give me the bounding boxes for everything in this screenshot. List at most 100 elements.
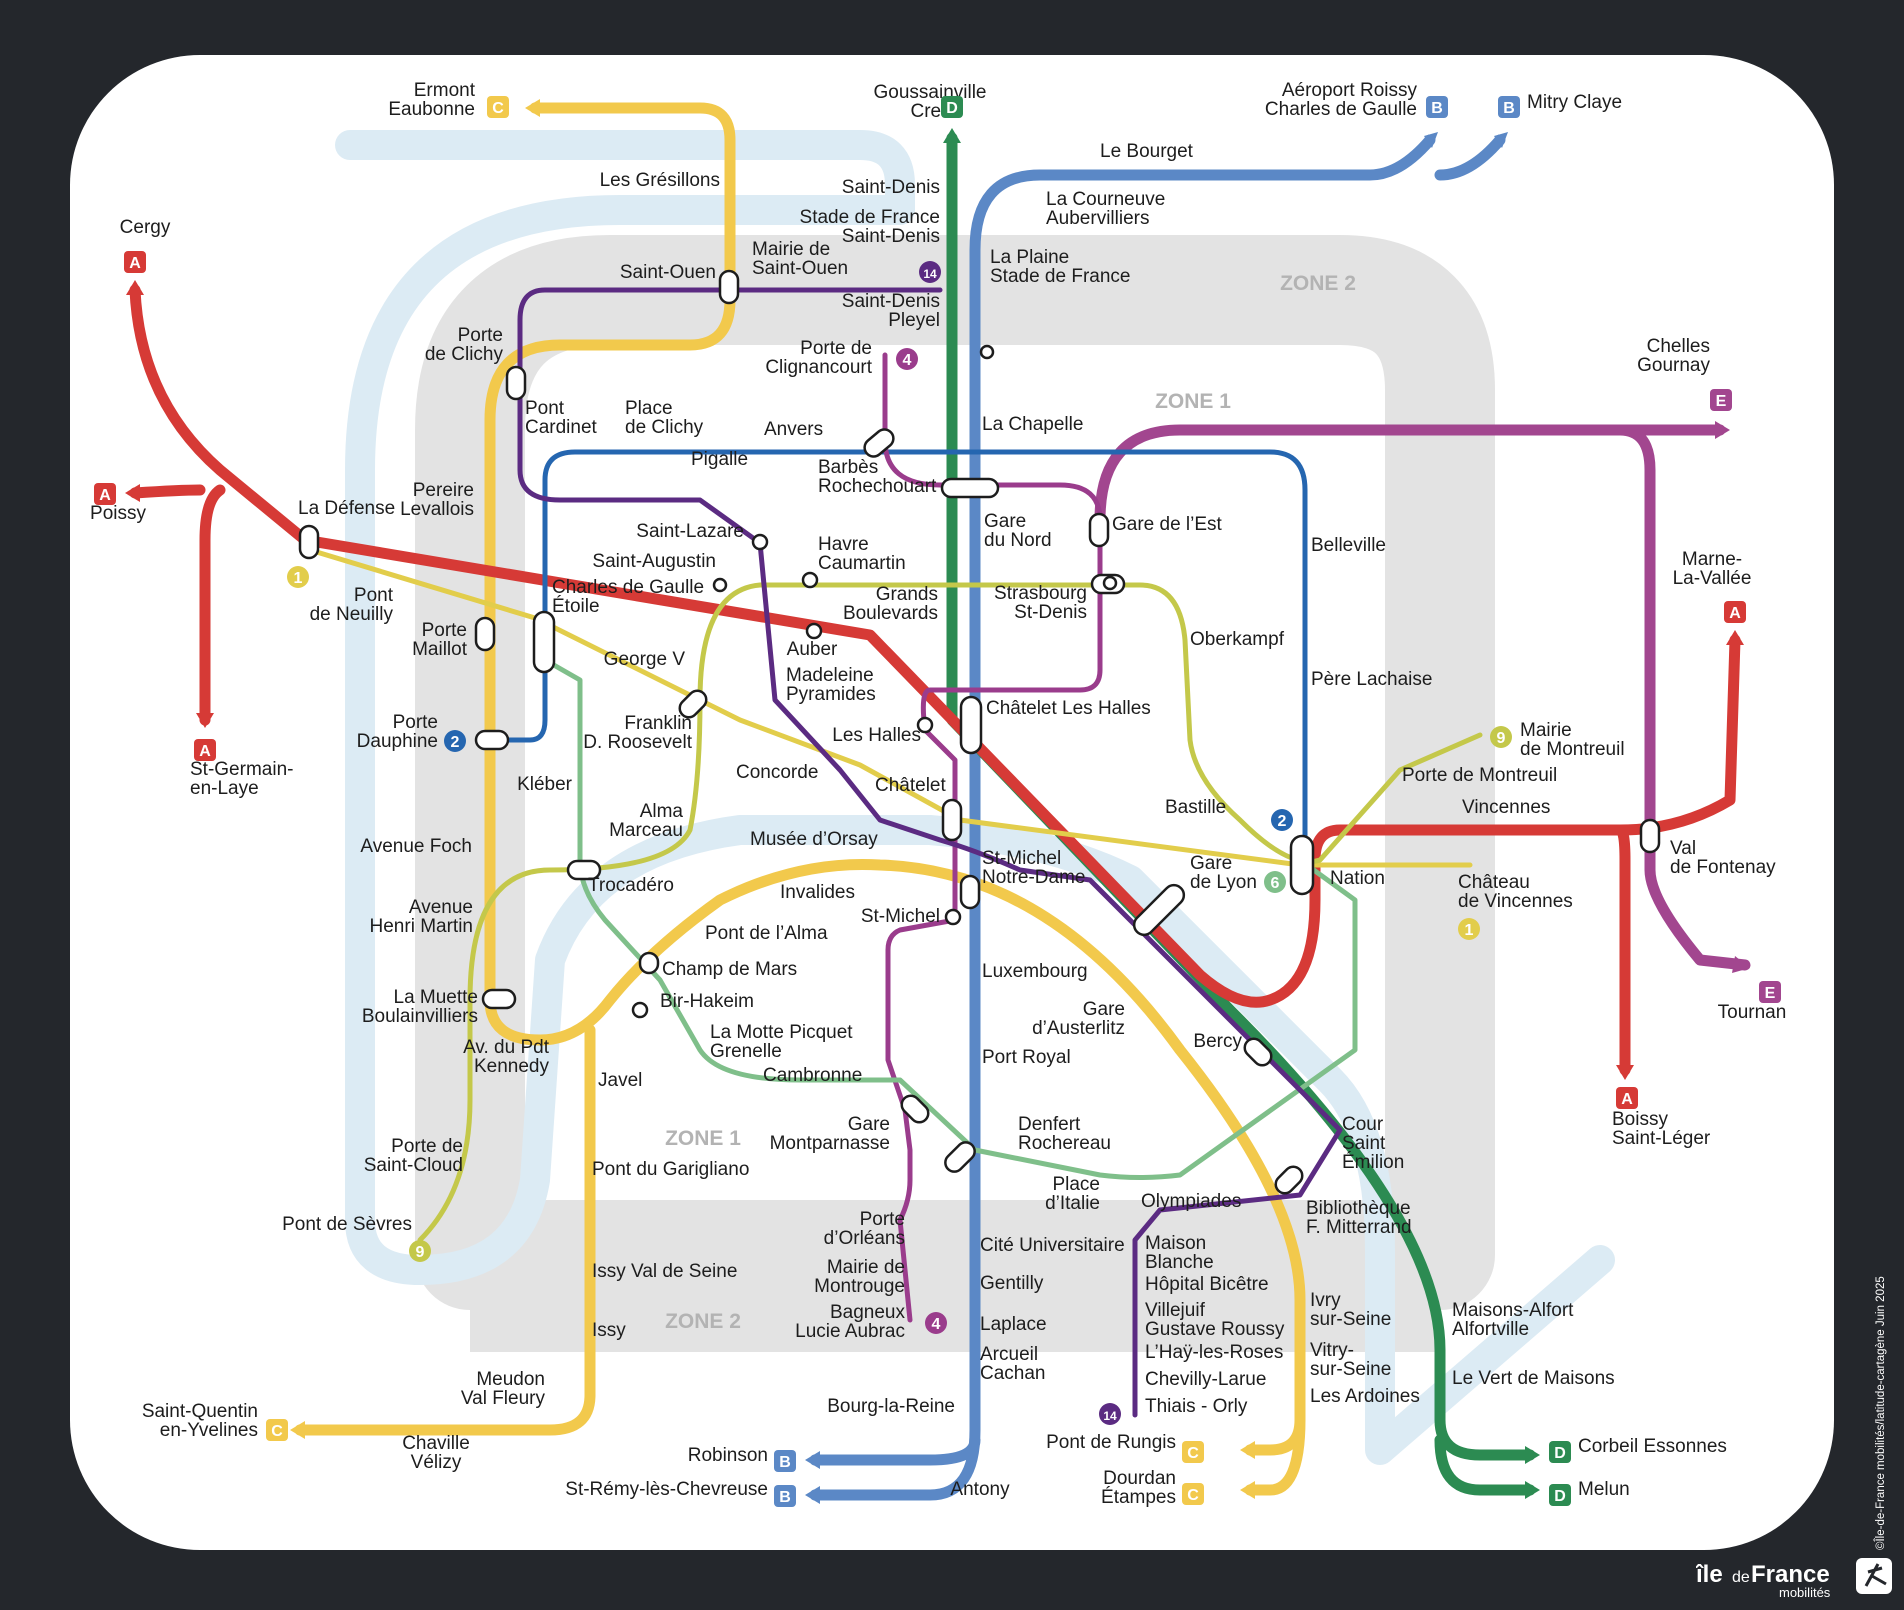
zone-label: ZONE 2 bbox=[1280, 272, 1356, 295]
line-badge: 2 bbox=[1271, 809, 1293, 831]
station-label: Châtelet Les Halles bbox=[986, 698, 1151, 719]
line-badge: B bbox=[1498, 96, 1520, 118]
station-label: Hôpital Bicêtre bbox=[1145, 1274, 1269, 1295]
svg-text:6: 6 bbox=[1271, 875, 1280, 892]
iledefrance-mobilites-logo: île de France mobilités bbox=[1695, 1552, 1896, 1602]
station-label: Cité Universitaire bbox=[980, 1235, 1125, 1256]
svg-text:A: A bbox=[129, 255, 141, 272]
zone2-bottom-band bbox=[470, 1262, 1440, 1352]
svg-text:4: 4 bbox=[903, 352, 912, 369]
station-label: Pont du Garigliano bbox=[592, 1159, 749, 1180]
station-label: St-Rémy-lès-Chevreuse bbox=[565, 1479, 768, 1500]
line-badge: E bbox=[1759, 981, 1781, 1003]
station-label: Laplace bbox=[980, 1314, 1047, 1335]
station-label: Nation bbox=[1330, 868, 1385, 889]
station-label: Pont de Rungis bbox=[1046, 1432, 1176, 1453]
station-label: Oberkampf bbox=[1190, 629, 1285, 650]
line-badge: 14 bbox=[919, 261, 941, 283]
station-label: Concorde bbox=[736, 762, 818, 783]
svg-text:2: 2 bbox=[1278, 813, 1287, 830]
svg-text:C: C bbox=[1187, 1445, 1199, 1462]
station-label: Bourg-la-Reine bbox=[827, 1396, 955, 1417]
station-label: Anvers bbox=[764, 419, 823, 440]
line-badge: C bbox=[1182, 1483, 1204, 1505]
station-label: Saint-Augustin bbox=[592, 551, 716, 572]
rer-d-line bbox=[946, 132, 1536, 1496]
station-label: Saint-Lazare bbox=[636, 521, 744, 542]
metro-6-line bbox=[542, 657, 1358, 1180]
line-badge: A bbox=[194, 739, 216, 761]
svg-text:1: 1 bbox=[1465, 922, 1474, 939]
station-label: Le Bourget bbox=[1100, 141, 1194, 162]
station-label: Pont de Sèvres bbox=[282, 1214, 412, 1235]
line-badge: A bbox=[94, 483, 116, 505]
station-label: St-Michel bbox=[861, 906, 940, 927]
line-badge: 4 bbox=[925, 1312, 947, 1334]
zone-label: ZONE 1 bbox=[665, 1127, 741, 1150]
station-label: La Chapelle bbox=[982, 414, 1083, 435]
svg-text:4: 4 bbox=[932, 1316, 941, 1333]
line-badge: 6 bbox=[1264, 871, 1286, 893]
station-label: Vincennes bbox=[1462, 797, 1550, 818]
svg-text:©Île-de-France mobilités/latit: ©Île-de-France mobilités/latitude-cartag… bbox=[1874, 1276, 1887, 1550]
svg-text:A: A bbox=[99, 487, 111, 504]
rer-e-line bbox=[1094, 424, 1751, 971]
station-label: Bir-Hakeim bbox=[660, 991, 754, 1012]
svg-text:B: B bbox=[779, 1489, 791, 1506]
rer-a-line bbox=[129, 284, 1741, 1076]
line-badge: D bbox=[941, 96, 963, 118]
svg-text:A: A bbox=[199, 743, 211, 760]
station-label: Avenue Foch bbox=[360, 836, 472, 857]
station-label: Thiais - Orly bbox=[1145, 1396, 1248, 1417]
rer-b-line bbox=[809, 134, 1506, 1501]
line-badge: B bbox=[774, 1450, 796, 1472]
station-label: Bastille bbox=[1165, 797, 1226, 818]
station-label: St-Germain-en-Laye bbox=[190, 759, 293, 799]
svg-text:A: A bbox=[1621, 1091, 1633, 1108]
line-badge: D bbox=[1549, 1484, 1571, 1506]
line-badge: D bbox=[1549, 1441, 1571, 1463]
line-badge: 1 bbox=[1458, 918, 1480, 940]
svg-text:9: 9 bbox=[1497, 730, 1506, 747]
metro-9-line bbox=[417, 582, 1483, 1243]
svg-text:E: E bbox=[1716, 393, 1727, 410]
svg-text:1: 1 bbox=[294, 570, 303, 587]
station-label: Vitry-sur-Seine bbox=[1310, 1340, 1391, 1380]
line-badge: 14 bbox=[1099, 1403, 1121, 1425]
station-label: Belleville bbox=[1311, 535, 1386, 556]
station-label: Bercy bbox=[1193, 1031, 1242, 1052]
station-label: Melun bbox=[1578, 1479, 1630, 1500]
station-label: Kléber bbox=[517, 774, 573, 795]
svg-text:D: D bbox=[1554, 1445, 1566, 1462]
svg-text:B: B bbox=[779, 1454, 791, 1471]
station-label: Saint-Ouen bbox=[620, 262, 716, 283]
station-label: Marne-La-Vallée bbox=[1673, 549, 1752, 589]
line-badge: 1 bbox=[287, 566, 309, 588]
svg-text:C: C bbox=[492, 100, 504, 117]
svg-text:14: 14 bbox=[1103, 1409, 1117, 1423]
